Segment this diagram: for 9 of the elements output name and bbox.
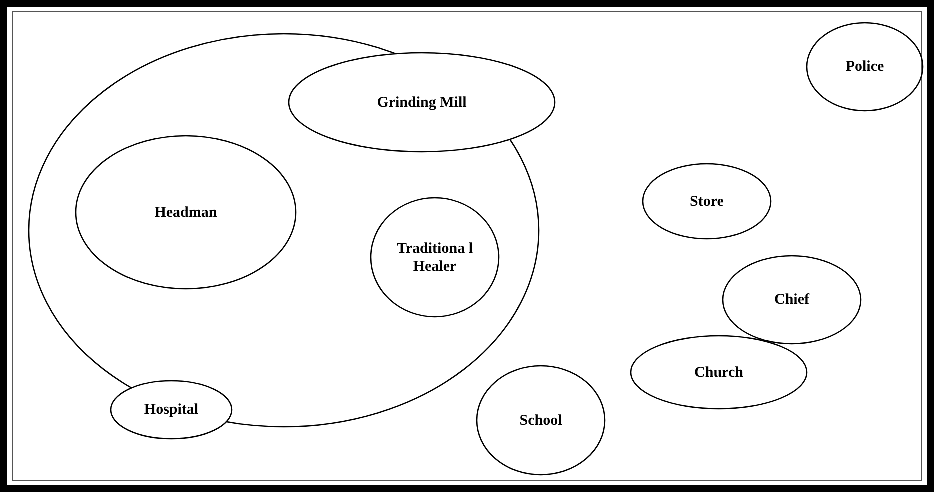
node-label: Hospital [143,401,200,419]
node-label: Church [694,364,744,382]
node-label: Store [689,192,725,210]
node-label: Police [844,58,886,76]
node-label: Headman [154,204,218,222]
node-label: Traditiona l Healer [396,240,474,276]
node-label: School [518,412,564,430]
node-label: Grinding Mill [376,94,468,112]
node-label: Chief [774,291,811,309]
